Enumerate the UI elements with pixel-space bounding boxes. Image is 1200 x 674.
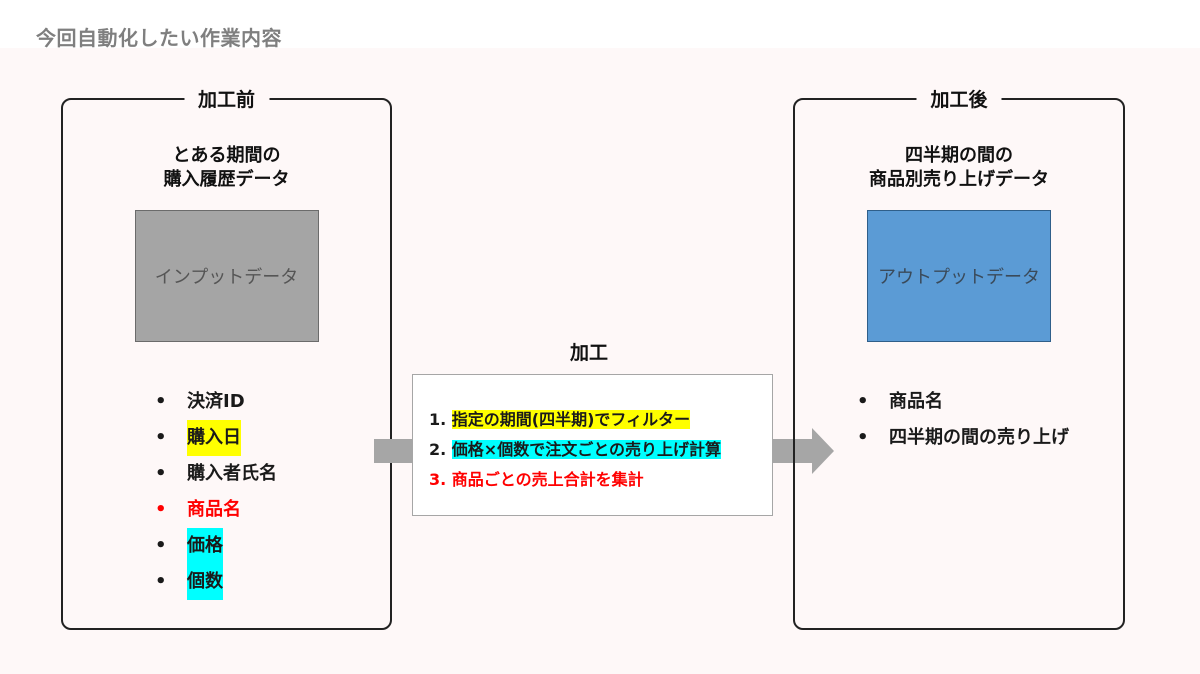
step-text: 商品ごとの売上合計を集計: [451, 470, 644, 489]
bullet-icon: •: [155, 499, 167, 520]
before-heading-line2: 購入履歴データ: [163, 169, 290, 190]
list-item-text: 四半期の間の売り上げ: [889, 427, 1069, 448]
bullet-icon: •: [155, 571, 167, 592]
step-number: 3.: [429, 470, 447, 489]
input-data-box: インプットデータ: [134, 210, 319, 342]
process-step: 2. 価格×個数で注文ごとの売り上げ計算: [429, 435, 722, 465]
list-item: • 購入者氏名: [155, 456, 277, 492]
list-item: • 個数: [155, 564, 277, 600]
process-step: 1. 指定の期間(四半期)でフィルター: [429, 405, 721, 435]
before-heading-line1: とある期間の: [172, 145, 281, 166]
after-heading-line2: 商品別売り上げデータ: [869, 169, 1049, 190]
step-text: 指定の期間(四半期)でフィルター: [451, 410, 691, 429]
list-item: • 価格: [155, 528, 277, 564]
list-item-text: 価格: [187, 528, 223, 564]
bullet-icon: •: [857, 427, 869, 448]
list-item: • 商品名: [857, 384, 1069, 420]
step-text: 価格×個数で注文ごとの売り上げ計算: [451, 440, 722, 459]
process-box: 1. 指定の期間(四半期)でフィルター 2. 価格×個数で注文ごとの売り上げ計算…: [412, 374, 773, 516]
process-title: 加工: [570, 342, 609, 364]
output-field-list: • 商品名 • 四半期の間の売り上げ: [857, 384, 1069, 456]
process-step-list: 1. 指定の期間(四半期)でフィルター 2. 価格×個数で注文ごとの売り上げ計算…: [429, 405, 722, 495]
output-data-label: アウトプットデータ: [878, 267, 1040, 288]
after-heading-line1: 四半期の間の: [905, 145, 1013, 166]
input-field-list: • 決済ID • 購入日 • 購入者氏名 • 商品名 • 価格 • 個数: [155, 384, 277, 600]
step-number: 2.: [429, 440, 447, 459]
bullet-icon: •: [155, 463, 167, 484]
list-item-text: 商品名: [187, 499, 241, 520]
arrow-right-icon: [772, 428, 834, 474]
list-item-text: 購入日: [187, 420, 241, 456]
after-panel: 加工後 四半期の間の 商品別売り上げデータ アウトプットデータ • 商品名 • 四半…: [793, 85, 1125, 630]
bullet-icon: •: [155, 535, 167, 556]
arrow-shaft-icon: [374, 439, 412, 463]
after-panel-label: 加工後: [916, 85, 1002, 112]
before-panel-label: 加工前: [183, 85, 270, 112]
list-item-text: 個数: [187, 564, 223, 600]
list-item-text: 決済ID: [187, 391, 245, 412]
process-step: 3. 商品ごとの売上合計を集計: [429, 465, 721, 495]
input-data-label: インプットデータ: [154, 267, 299, 288]
list-item-text: 購入者氏名: [187, 463, 277, 484]
list-item: • 決済ID: [155, 384, 277, 420]
list-item: • 購入日: [155, 420, 277, 456]
page-title: 今回自動化したい作業内容: [36, 26, 282, 50]
before-panel: 加工前 とある期間の 購入履歴データ インプットデータ • 決済ID • 購入日 •…: [61, 85, 392, 630]
after-panel-heading: 四半期の間の 商品別売り上げデータ: [795, 144, 1123, 192]
before-panel-heading: とある期間の 購入履歴データ: [63, 144, 390, 192]
list-item: • 四半期の間の売り上げ: [857, 420, 1069, 456]
step-number: 1.: [429, 410, 447, 429]
list-item-text: 商品名: [889, 391, 943, 412]
bullet-icon: •: [155, 391, 167, 412]
list-item: • 商品名: [155, 492, 277, 528]
bullet-icon: •: [155, 427, 167, 448]
bullet-icon: •: [857, 391, 869, 412]
output-data-box: アウトプットデータ: [867, 210, 1051, 342]
